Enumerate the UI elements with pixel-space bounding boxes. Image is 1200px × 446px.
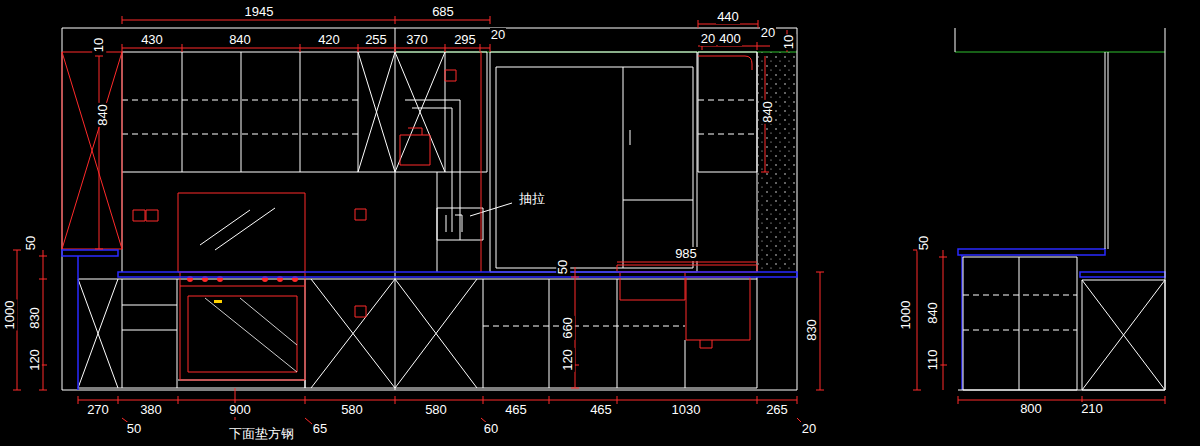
dimension-label: 430 xyxy=(140,33,164,47)
cabinet-outline xyxy=(62,28,797,390)
dimension-label: 50 xyxy=(917,235,931,251)
dimension-line xyxy=(13,16,1165,424)
stone-column xyxy=(758,52,796,272)
dimension-label: 60 xyxy=(483,422,499,436)
dimension-label: 1030 xyxy=(671,403,702,417)
leader-line xyxy=(470,203,512,216)
dimension-label: 265 xyxy=(765,403,789,417)
dimension-label: 抽拉 xyxy=(518,192,546,206)
dimension-label: 255 xyxy=(364,33,388,47)
dimension-label: 20 xyxy=(490,28,506,42)
dimension-label: 65 xyxy=(312,422,328,436)
dimension-label: 270 xyxy=(86,403,110,417)
dimension-label: 380 xyxy=(139,403,163,417)
dimension-label: 20 xyxy=(801,422,817,436)
dimension-label: 840 xyxy=(228,33,252,47)
dimension-label: 580 xyxy=(424,403,448,417)
dimension-label: 830 xyxy=(805,318,819,342)
glass-hatch xyxy=(200,208,275,250)
dimension-label: 400 xyxy=(718,32,742,46)
dimension-label: 370 xyxy=(405,33,429,47)
dimension-label: 110 xyxy=(926,349,940,372)
dimension-label: 120 xyxy=(28,348,42,372)
dimension-label: 下面垫方钢 xyxy=(228,427,295,441)
dimension-label: 830 xyxy=(28,306,42,330)
dimension-label: 465 xyxy=(504,403,528,417)
dimension-label: 800 xyxy=(1019,402,1043,416)
dimension-label: 685 xyxy=(431,5,455,19)
oven-glass xyxy=(205,298,297,372)
countertop xyxy=(62,249,1165,390)
oven-light xyxy=(214,300,222,303)
side-elevation xyxy=(955,28,1165,390)
dimension-label: 580 xyxy=(340,403,364,417)
dimension-label: 900 xyxy=(228,403,252,417)
dimension-label: 295 xyxy=(453,33,477,47)
dimension-label: 840 xyxy=(926,301,940,325)
dimension-label: 20 xyxy=(700,32,716,46)
appliance-outline xyxy=(62,52,757,380)
dimension-label: 1945 xyxy=(244,5,275,19)
dimension-label: 10 xyxy=(782,34,796,50)
dimension-label: 210 xyxy=(1080,402,1104,416)
dimension-label: 50 xyxy=(556,259,570,275)
dimension-label: 840 xyxy=(761,100,775,124)
dimension-label: 660 xyxy=(561,316,575,340)
dimension-label: 50 xyxy=(24,235,38,251)
dimension-label: 10 xyxy=(92,37,106,53)
dimension-label: 1000 xyxy=(3,300,17,331)
dimension-label: 440 xyxy=(716,10,740,24)
dimension-label: 50 xyxy=(126,422,142,436)
knobs xyxy=(187,276,298,303)
dimension-label: 465 xyxy=(589,403,613,417)
dimension-label: 840 xyxy=(96,103,110,127)
dimension-label: 120 xyxy=(561,348,575,372)
dimension-label: 1000 xyxy=(899,300,913,331)
dimension-label: 420 xyxy=(317,33,341,47)
dimension-label: 985 xyxy=(674,247,698,261)
dimension-label: 20 xyxy=(760,26,776,40)
